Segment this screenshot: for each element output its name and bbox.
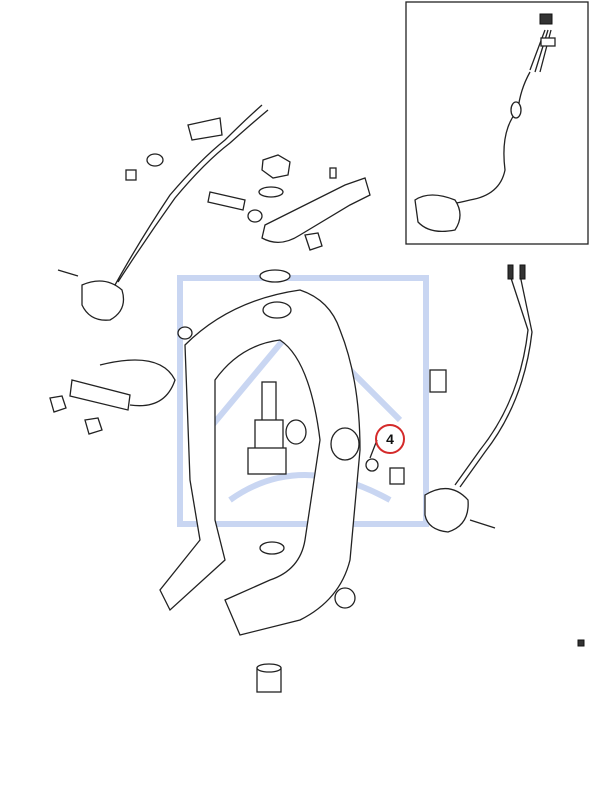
bottom-bushing [256, 663, 282, 693]
swivel-bracket [159, 289, 361, 636]
callout-part-4[interactable]: 4 [375, 424, 405, 454]
trim-sender-right [424, 264, 533, 533]
trim-sender-left [57, 104, 269, 321]
inset-box [405, 1, 589, 245]
u-bolt-bracket [49, 326, 193, 435]
callout-label: 4 [386, 431, 394, 447]
steering-pin [247, 381, 287, 475]
bushing-parts [365, 439, 405, 485]
steering-arm [207, 154, 371, 283]
